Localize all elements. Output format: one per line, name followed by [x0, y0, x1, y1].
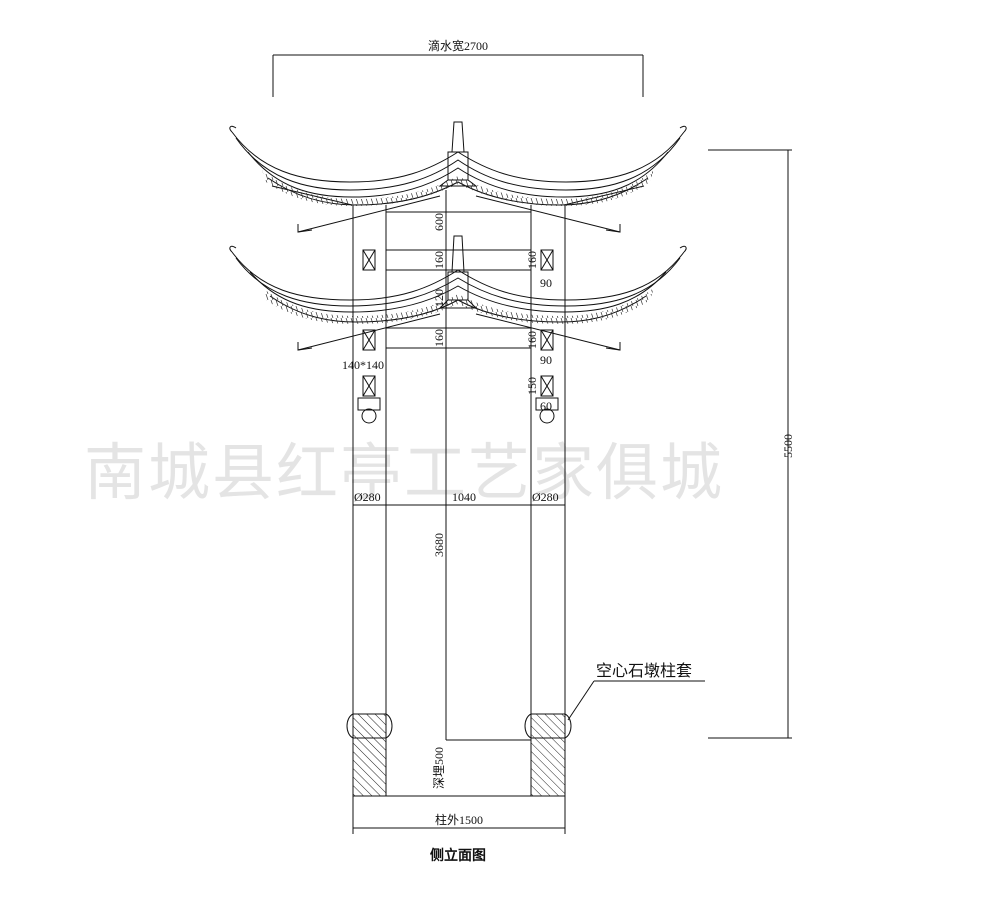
column-height-label: 3680 — [432, 533, 446, 557]
col-left-diameter: Ø280 — [354, 490, 381, 504]
dim-right-90-lower: 90 — [540, 353, 552, 367]
columns — [352, 190, 566, 740]
drawing-title: 侧立面图 — [430, 847, 486, 864]
outer-width-dimension — [352, 796, 566, 834]
dim-160-upper: 160 — [432, 251, 446, 269]
upper-roof — [229, 121, 687, 233]
outer-width-label: 柱外1500 — [435, 812, 483, 827]
dim-right-60: 60 — [540, 399, 552, 413]
dim-right-160-lower: 160 — [525, 331, 539, 349]
total-height-label: 5500 — [781, 434, 795, 458]
callout-leader — [567, 680, 705, 721]
beam-section-label: 140*140 — [342, 358, 384, 372]
dim-600: 600 — [432, 213, 446, 231]
total-height-dimension — [708, 149, 792, 739]
dim-right-90-upper: 90 — [540, 276, 552, 290]
dim-right-160-upper: 160 — [525, 251, 539, 269]
eave-width-label: 滴水宽2700 — [428, 38, 488, 53]
col-right-diameter: Ø280 — [532, 490, 559, 504]
watermark-text: 南城县红亭工艺家俱城 — [84, 436, 724, 509]
burial-depth-label: 深埋500 — [432, 747, 446, 789]
dim-160-lower: 160 — [432, 329, 446, 347]
eave-width-dimension — [272, 54, 644, 97]
column-spacing-dimension — [352, 498, 566, 512]
lower-roof — [229, 235, 687, 351]
dim-right-150: 150 — [525, 377, 539, 395]
stone-column-sleeves — [346, 713, 572, 739]
dim-120: 120 — [432, 289, 446, 307]
bracket-blocks — [357, 249, 559, 424]
buried-footings — [352, 737, 566, 797]
stone-sleeve-callout: 空心石墩柱套 — [596, 661, 692, 680]
col-spacing-label: 1040 — [452, 490, 476, 504]
